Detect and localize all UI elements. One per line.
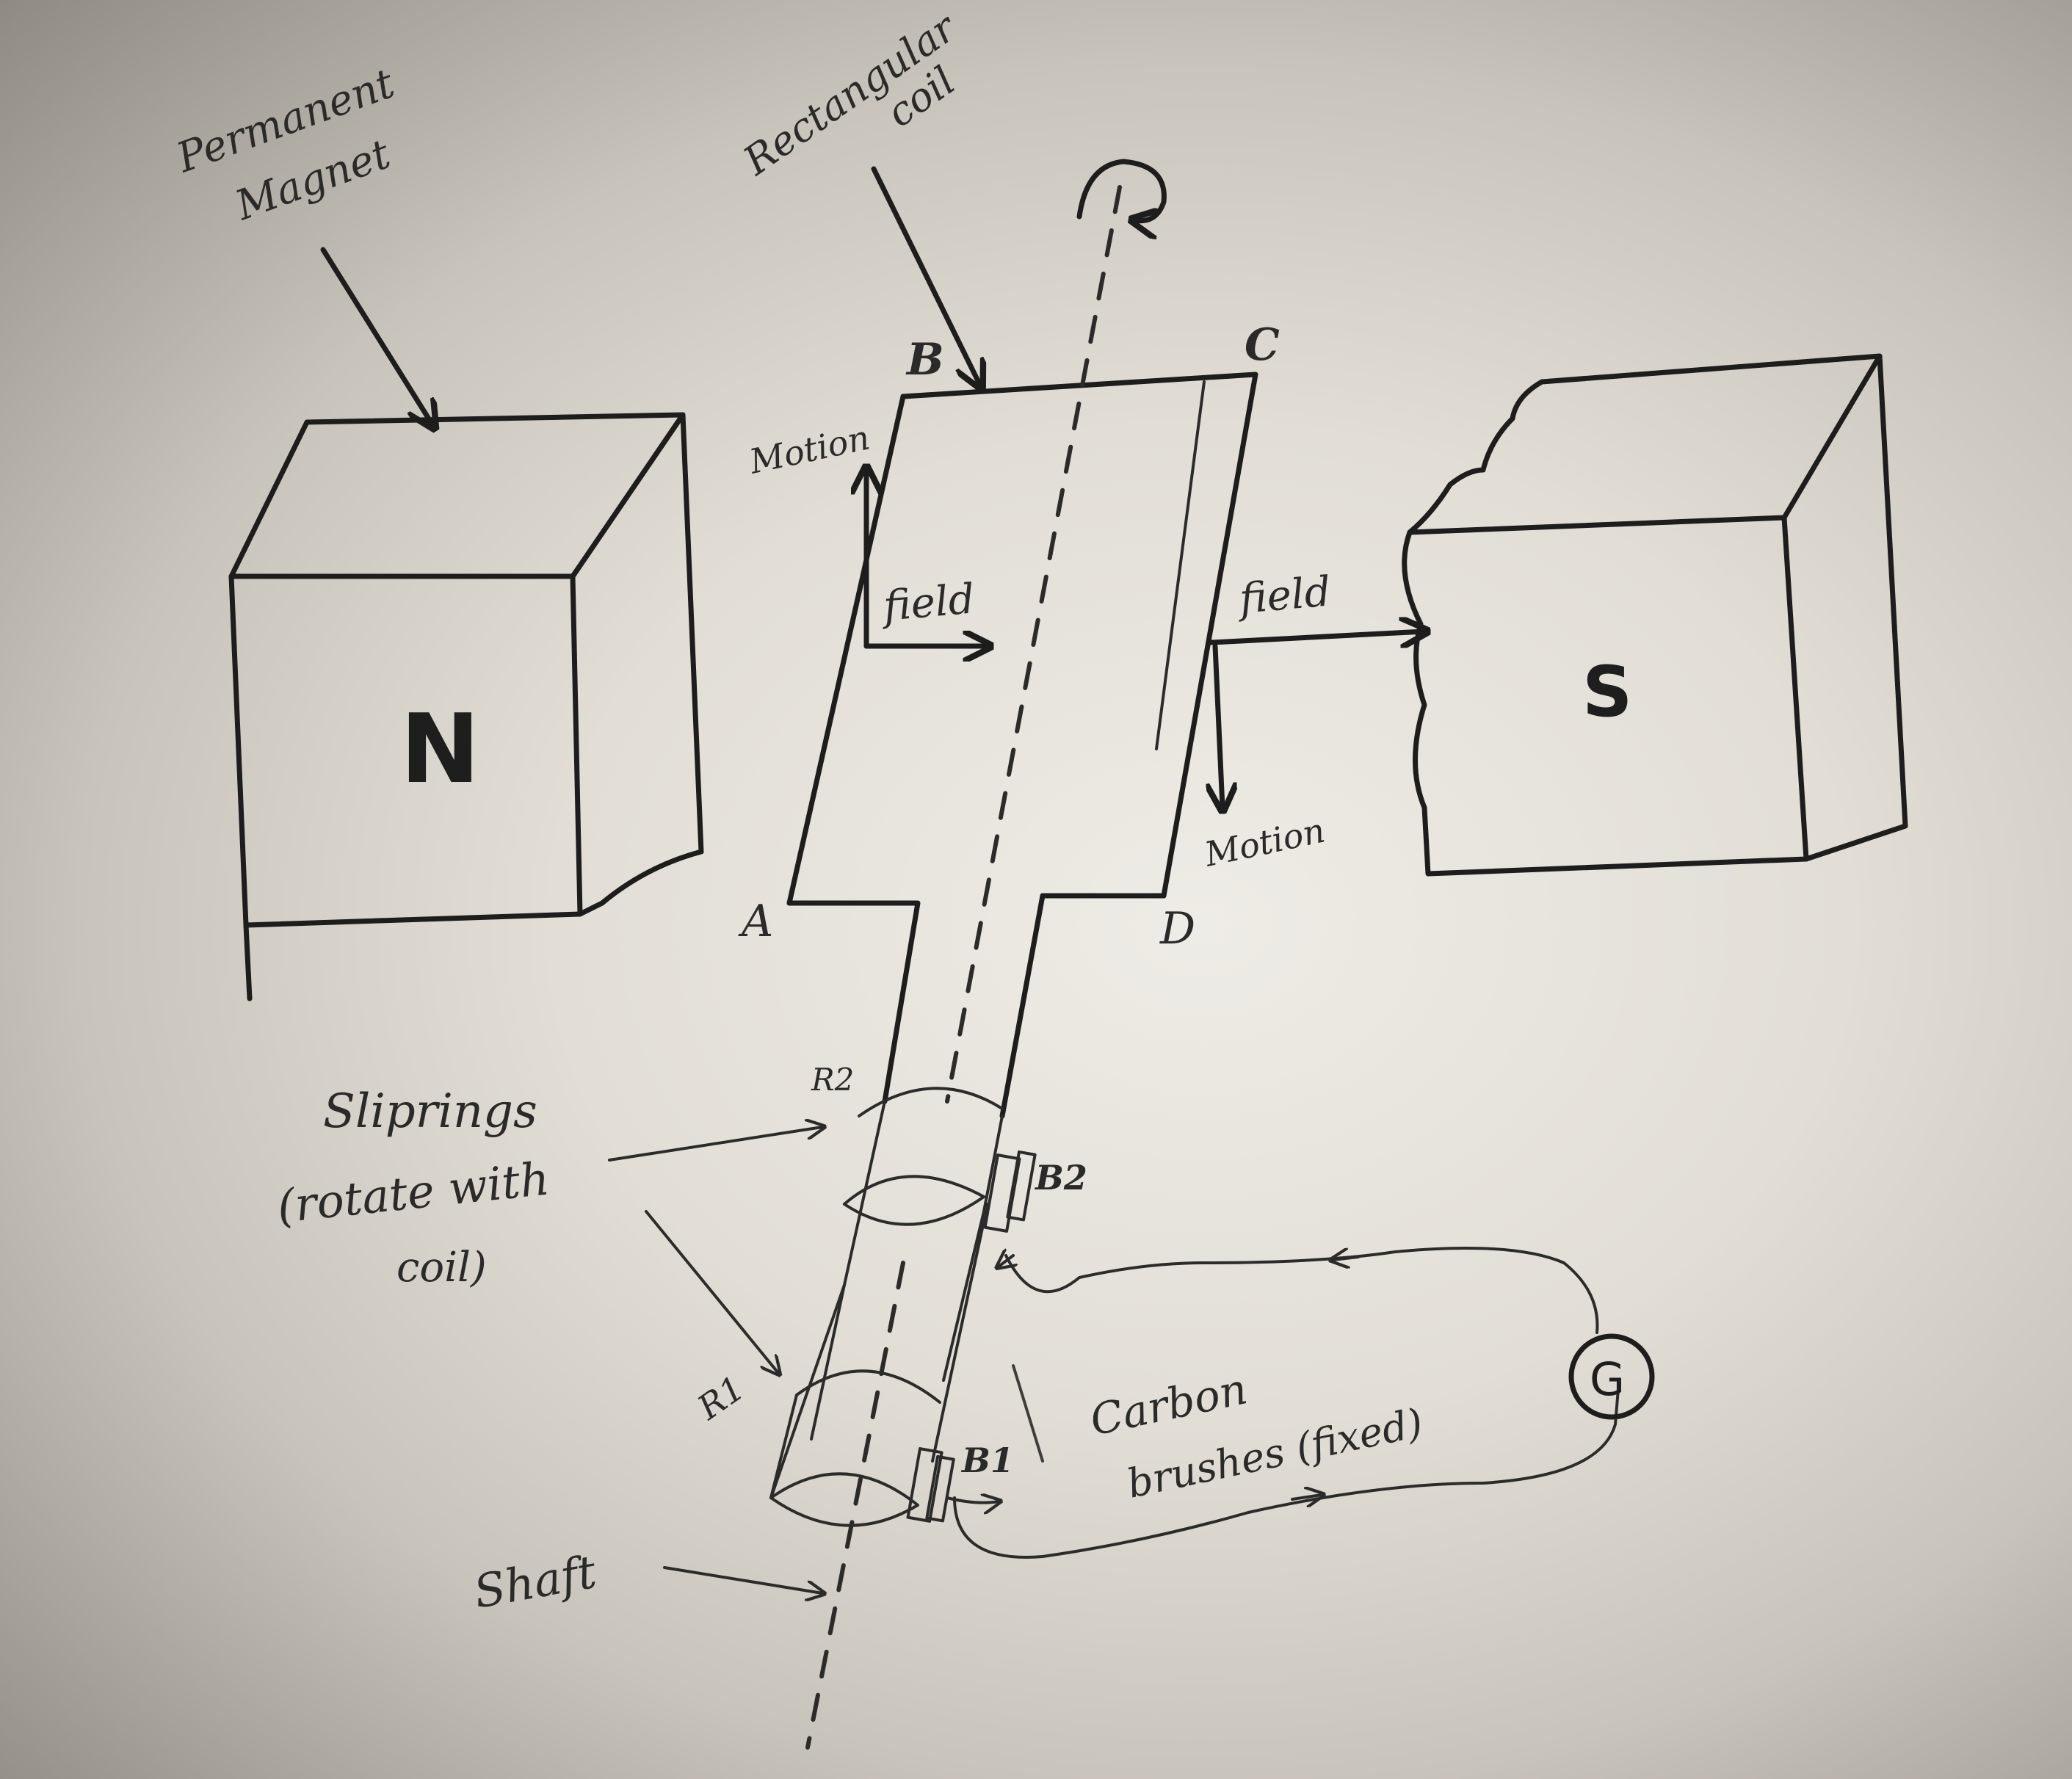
field-right-label: field: [1235, 568, 1333, 623]
north-magnet: N: [228, 412, 704, 1001]
brush-b1-label: B1: [960, 1441, 1014, 1480]
sliprings-label-line1: Sliprings: [323, 1084, 537, 1139]
south-magnet: S: [1402, 353, 1908, 877]
rotation-arrow-icon: [1076, 159, 1167, 221]
ring-r2-label: R2: [811, 1062, 854, 1098]
permanent-magnet-annotation: Permanent Magnet: [170, 59, 433, 426]
shaft-label: Shaft: [470, 1545, 600, 1619]
external-circuit: G: [946, 1247, 1655, 1559]
sliprings-label-line2: (rotate with: [275, 1151, 552, 1233]
slip-ring-r1: R1: [690, 1368, 941, 1527]
sliprings-label-line3: coil): [396, 1244, 487, 1291]
slip-ring-r2: R2: [811, 1062, 1004, 1226]
motion-left-label: Motion: [745, 418, 873, 482]
sliprings-annotation: Sliprings (rotate with coil): [275, 1084, 822, 1373]
rectangular-coil-annotation: Rectangular coil: [735, 3, 980, 385]
ring-r1-label: R1: [690, 1368, 752, 1427]
galvanometer-icon: [1568, 1333, 1655, 1420]
field-left-label: field: [879, 575, 977, 631]
rotation-axis: [805, 159, 1167, 1750]
carbon-brushes-annotation: Carbon brushes (fixed): [1086, 1363, 1427, 1507]
left-force-arrows: Motion field: [745, 418, 988, 646]
south-pole-label: S: [1582, 652, 1632, 733]
right-force-arrows: field Motion: [1200, 568, 1424, 874]
corner-a-label: A: [738, 896, 773, 947]
galvanometer-label: G: [1590, 1352, 1625, 1406]
north-pole-label: N: [400, 693, 480, 805]
brush-b2-label: B2: [1034, 1158, 1087, 1198]
corner-c-label: C: [1245, 319, 1280, 371]
corner-d-label: D: [1159, 903, 1195, 954]
rectangular-coil: A B C D: [738, 319, 1280, 1119]
motion-right-label: Motion: [1200, 811, 1328, 874]
shaft-and-slip-rings: R2 R1 B2 B1: [690, 1062, 1087, 1527]
corner-b-label: B: [905, 334, 944, 385]
carbon-brushes-label-line1: Carbon: [1086, 1363, 1252, 1445]
brush-b1: B1: [906, 1441, 1014, 1523]
shaft-annotation: Shaft: [470, 1545, 822, 1619]
brush-b2: B2: [983, 1150, 1087, 1233]
